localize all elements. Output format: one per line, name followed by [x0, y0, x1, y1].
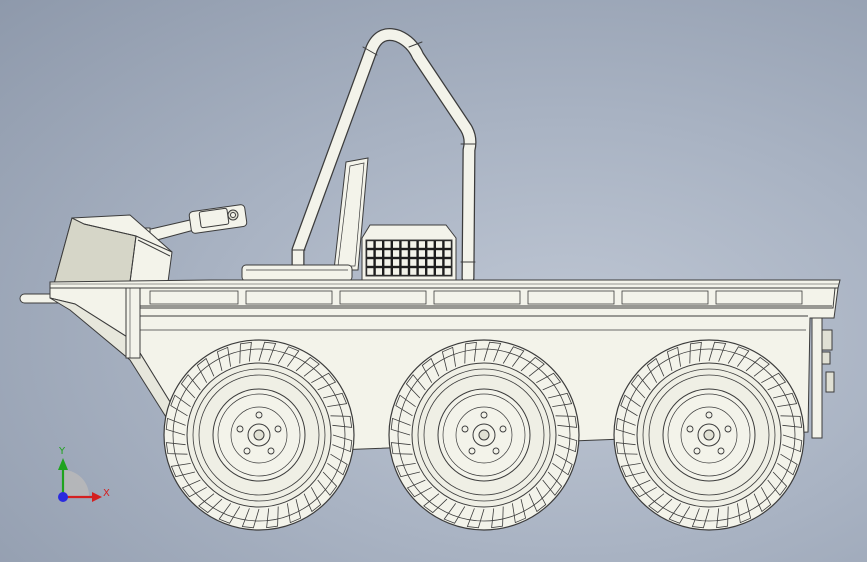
wheel-rear [163, 339, 355, 531]
deck-panels [149, 290, 803, 305]
driver-seat [241, 157, 369, 282]
wheel-middle [388, 339, 580, 531]
triad-x-arrow-icon [92, 492, 102, 502]
roll-bar [291, 28, 477, 307]
rear-cowl [53, 214, 173, 285]
triad-z-dot [58, 492, 68, 502]
triad-y-arrow-icon [58, 458, 68, 470]
triad-y-label: Y [58, 446, 66, 457]
triad-x-label: X [103, 488, 110, 499]
engine-grille [361, 224, 457, 281]
wheel-front [613, 339, 805, 531]
coordinate-triad: Y X [58, 446, 110, 502]
